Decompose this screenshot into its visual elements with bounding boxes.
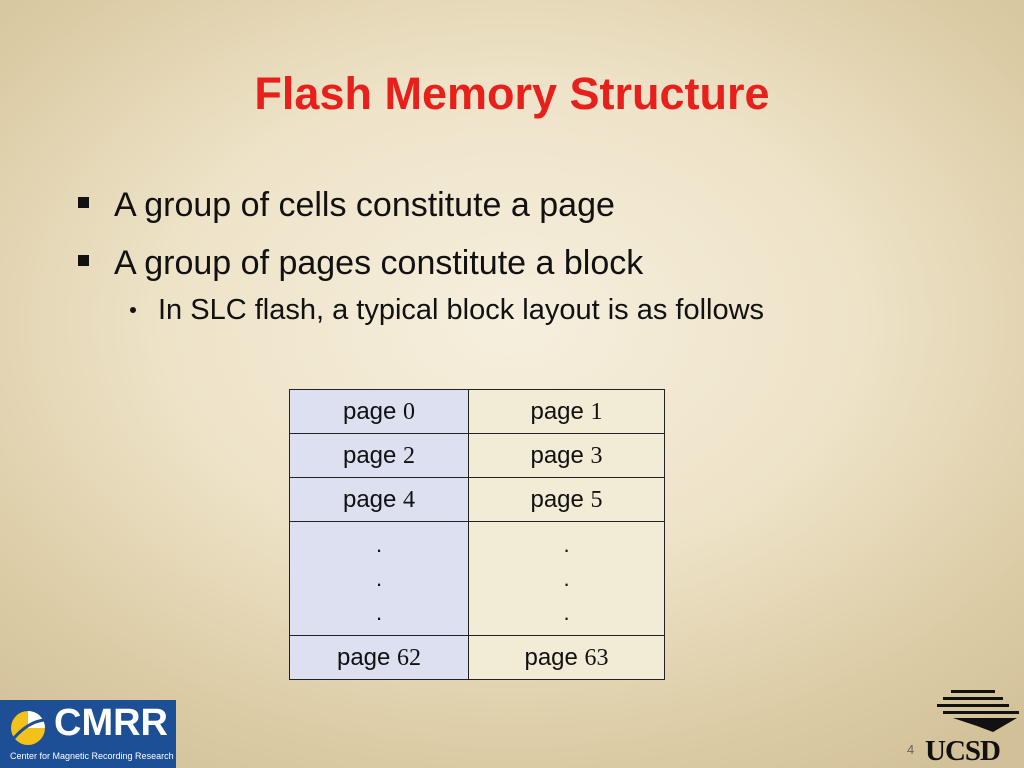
- ucsd-logo: UCSD: [925, 688, 1024, 768]
- cmrr-emblem-icon: [11, 711, 45, 745]
- sub-bullet-item: In SLC flash, a typical block layout is …: [76, 290, 764, 330]
- bullet-list: A group of cells constitute a page A gro…: [76, 180, 764, 330]
- ucsd-logo-text: UCSD: [925, 735, 1001, 767]
- ucsd-wave-icon: [937, 690, 1019, 732]
- page-number: 4: [907, 742, 915, 757]
- ellipsis-cell: ...: [468, 521, 665, 636]
- cmrr-logo-subtitle: Center for Magnetic Recording Research: [10, 751, 174, 761]
- table-row: page 62 page 63: [289, 635, 665, 680]
- ellipsis-row: ... ...: [289, 521, 665, 636]
- table-cell: page 3: [468, 433, 665, 478]
- sub-bullet-text: In SLC flash, a typical block layout is …: [158, 294, 765, 326]
- slide-title: Flash Memory Structure: [254, 68, 770, 119]
- table-cell: page 2: [289, 433, 469, 478]
- table-cell: page 5: [468, 477, 665, 522]
- bullet-text: A group of cells constitute a page: [114, 186, 615, 224]
- square-bullet-icon: [78, 197, 89, 208]
- table-cell: page 1: [468, 389, 665, 434]
- square-bullet-icon: [78, 255, 89, 266]
- bullet-item: A group of pages constitute a block: [76, 238, 764, 296]
- block-layout-table: page 0 page 1 page 2 page 3 page 4 page …: [289, 389, 665, 680]
- bullet-item: A group of cells constitute a page: [76, 180, 764, 238]
- table-row: page 0 page 1: [289, 389, 665, 434]
- cmrr-logo-text: CMRR: [54, 702, 168, 744]
- table-cell: page 63: [468, 635, 665, 680]
- ellipsis-cell: ...: [289, 521, 469, 636]
- table-cell: page 62: [289, 635, 469, 680]
- round-bullet-icon: [130, 307, 136, 313]
- bullet-text: A group of pages constitute a block: [114, 244, 644, 282]
- table-cell: page 0: [289, 389, 469, 434]
- table-cell: page 4: [289, 477, 469, 522]
- table-row: page 4 page 5: [289, 477, 665, 522]
- table-row: page 2 page 3: [289, 433, 665, 478]
- cmrr-logo: CMRR Center for Magnetic Recording Resea…: [0, 700, 176, 768]
